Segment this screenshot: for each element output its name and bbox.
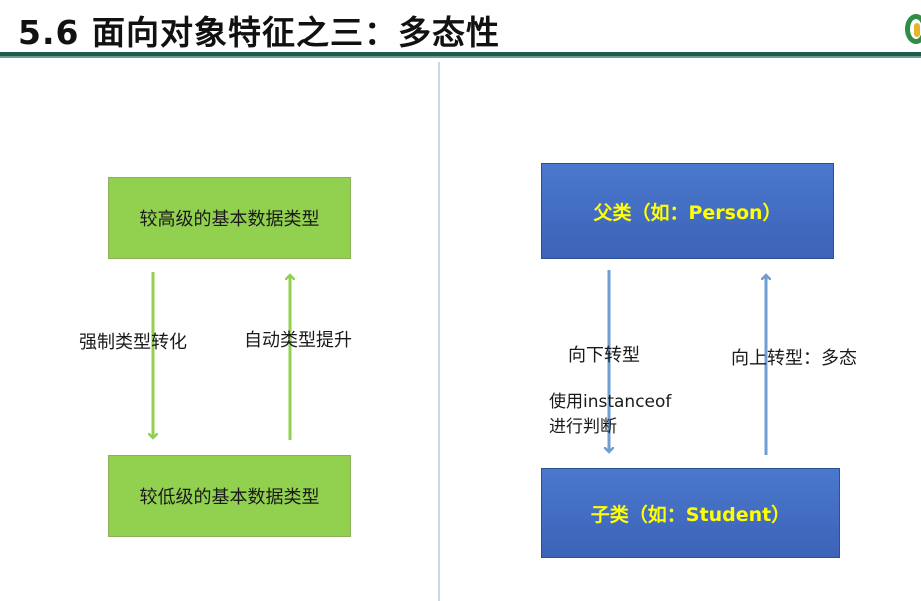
logo-icon (905, 14, 921, 44)
title-underline (0, 52, 921, 56)
parent-class-box: 父类（如：Person） (541, 163, 834, 259)
page-title: 5.6 面向对象特征之三：多态性 (18, 13, 500, 52)
higher-primitive-label: 较高级的基本数据类型 (139, 209, 320, 230)
cast-down-label: 强制类型转化 (79, 332, 187, 353)
instanceof-note-line2: 进行判断 (549, 417, 617, 437)
upcast-polymorphism-label: 向上转型：多态 (731, 348, 857, 369)
instanceof-note-line1: 使用instanceof (549, 392, 672, 412)
downcast-label: 向下转型 (568, 345, 640, 366)
lower-primitive-label: 较低级的基本数据类型 (139, 487, 320, 508)
child-class-box: 子类（如：Student） (541, 468, 840, 558)
child-class-label: 子类（如：Student） (590, 503, 791, 526)
parent-class-label: 父类（如：Person） (593, 201, 782, 224)
lower-primitive-box: 较低级的基本数据类型 (108, 455, 351, 537)
vertical-divider (438, 62, 440, 601)
higher-primitive-box: 较高级的基本数据类型 (108, 177, 351, 259)
title-underline-accent (0, 56, 921, 58)
auto-promotion-label: 自动类型提升 (244, 330, 352, 351)
